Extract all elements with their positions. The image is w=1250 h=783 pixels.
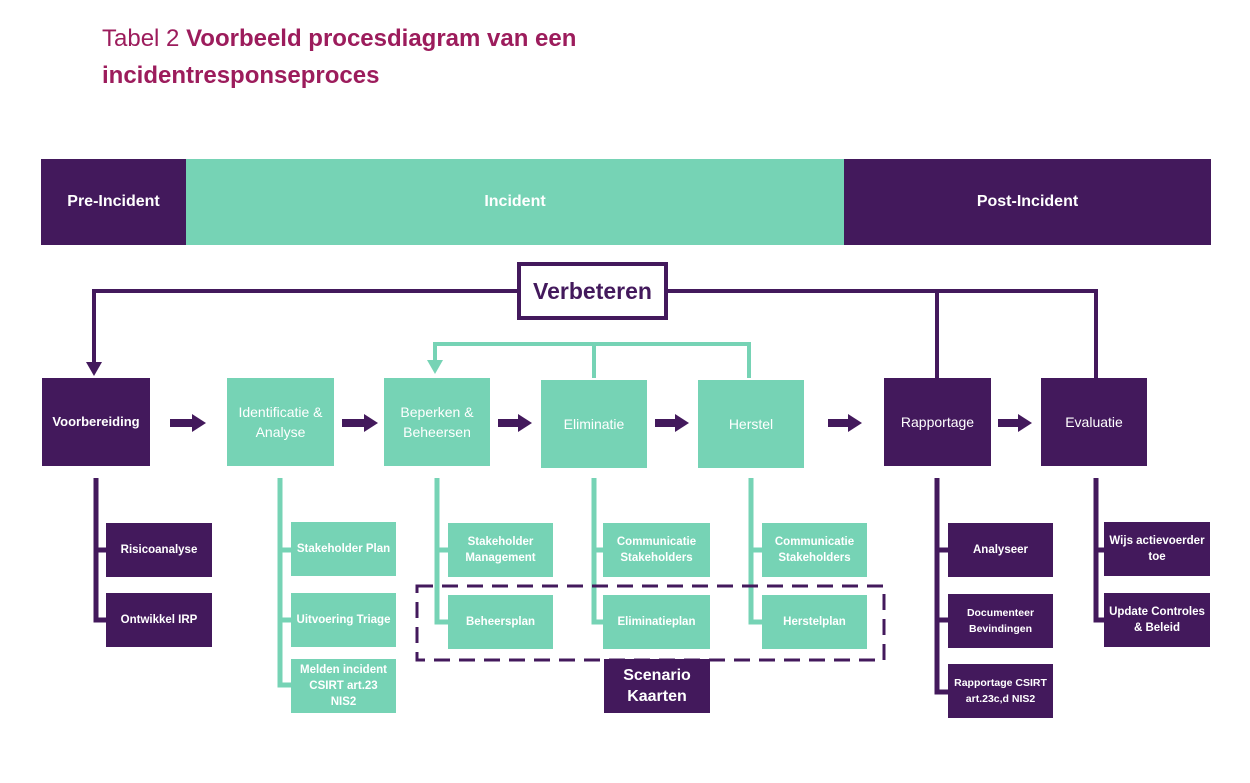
substep-update-controles: Update Controles & Beleid [1104, 593, 1210, 647]
substep-communicatie-stakeholders: Communicatie Stakeholders [603, 523, 710, 577]
scenario-frame [415, 584, 886, 662]
substep-analyseer: Analyseer [948, 523, 1053, 577]
substep-eliminatieplan: Eliminatieplan [603, 595, 710, 649]
improve-arrowhead [86, 362, 102, 376]
step-eliminatie: Eliminatie [541, 380, 647, 468]
step-beperken: Beperken & Beheersen [384, 378, 490, 466]
substep-risicoanalyse: Risicoanalyse [106, 523, 212, 577]
title-prefix: Tabel 2 [102, 25, 180, 52]
substep-rapportage-csirt: Rapportage CSIRT art.23c,d NIS2 [948, 664, 1053, 718]
purple-connectors [93, 478, 1104, 695]
phase-post-incident: Post-Incident [844, 159, 1211, 245]
arrow-icon [170, 414, 206, 432]
substep-herstelplan: Herstelplan [762, 595, 867, 649]
substep-melden-incident: Melden incident CSIRT art.23 NIS2 [291, 659, 396, 713]
green-connectors [277, 478, 762, 688]
arrow-icon [498, 414, 532, 432]
phase-pre-incident: Pre-Incident [41, 159, 186, 245]
improve-box: Verbeteren [517, 262, 668, 320]
substep-stakeholder-management: Stakeholder Management [448, 523, 553, 577]
arrow-icon [342, 414, 378, 432]
substep-stakeholder-plan: Stakeholder Plan [291, 522, 396, 576]
substep-ontwikkel-irp: Ontwikkel IRP [106, 593, 212, 647]
title-main: Voorbeeld procesdiagram van een incident… [102, 25, 577, 89]
arrow-icon [828, 414, 862, 432]
step-evaluatie: Evaluatie [1041, 378, 1147, 466]
step-identificatie: Identificatie & Analyse [227, 378, 334, 466]
phase-incident: Incident [186, 159, 844, 245]
substep-communicatie-stakeholders: Communicatie Stakeholders [762, 523, 867, 577]
step-voorbereiding: Voorbereiding [42, 378, 150, 466]
flow-arrows [170, 414, 1032, 432]
substep-uitvoering-triage: Uitvoering Triage [291, 593, 396, 647]
arrow-icon [998, 414, 1032, 432]
page-title: Tabel 2 Voorbeeld procesdiagram van een … [102, 20, 662, 94]
step-rapportage: Rapportage [884, 378, 991, 466]
arrow-icon [655, 414, 689, 432]
substep-documenteer: Documenteer Bevindingen [948, 594, 1053, 648]
scenario-kaarten: Scenario Kaarten [604, 659, 710, 713]
feedback-loop [433, 342, 751, 378]
improve-loop [92, 289, 1098, 378]
substep-wijs-actievoerder: Wijs actievoerder toe [1104, 522, 1210, 576]
feedback-arrowhead [427, 360, 443, 374]
step-herstel: Herstel [698, 380, 804, 468]
substep-beheersplan: Beheersplan [448, 595, 553, 649]
